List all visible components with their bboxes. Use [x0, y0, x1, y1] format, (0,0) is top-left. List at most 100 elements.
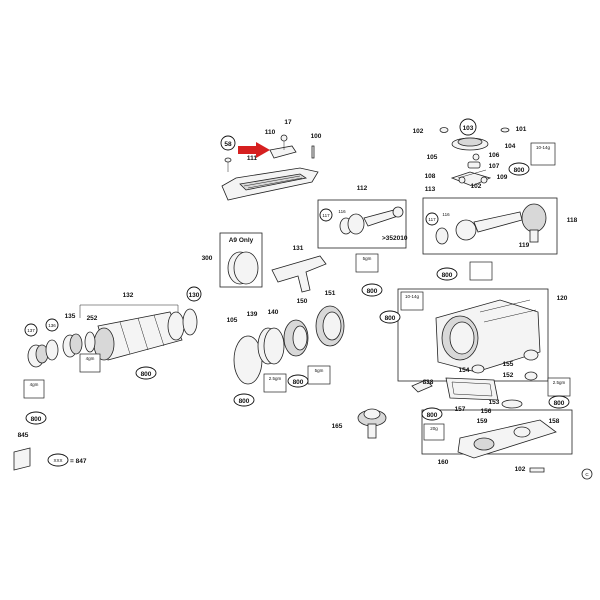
highlight-arrow-icon: [238, 142, 270, 158]
callout-103: 103: [463, 125, 474, 132]
callout-137: [24, 323, 38, 337]
callout-105-center: 105: [227, 317, 238, 324]
callout-113: 113: [425, 186, 436, 193]
callout-119: 119: [519, 242, 530, 249]
callout-139: 139: [247, 311, 258, 318]
callout-800-d-label: 800: [31, 416, 42, 423]
callout-17: 17: [284, 119, 292, 126]
callout-252: 252: [87, 315, 98, 322]
callout-160: 160: [438, 459, 449, 466]
legend-847: = 847: [70, 458, 87, 465]
grease-label: 10-14g: [405, 294, 420, 299]
gear-165: [357, 408, 387, 439]
part-152: [524, 371, 538, 381]
box-a9-only: [219, 232, 263, 288]
housing-cover-160: [457, 419, 557, 459]
grease-box-20g: [423, 423, 445, 441]
callout-800-c-label: 800: [442, 272, 453, 279]
callout-110: 110: [265, 129, 276, 136]
callout-116-b: 116: [442, 212, 450, 217]
callout-800-i: [548, 395, 570, 409]
callout-800-j-label: 800: [427, 412, 438, 419]
part-845: [13, 447, 31, 471]
callout-130-label: 130: [189, 292, 200, 299]
grease-label: 4gm: [86, 356, 95, 361]
callout-102-top: 102: [413, 128, 424, 135]
callout-105-top: 105: [427, 154, 438, 161]
callout-800-a: [508, 162, 530, 176]
part-838: [411, 379, 433, 393]
copyright-icon: [581, 468, 593, 480]
callout-800-c: [436, 267, 458, 281]
grease-label: 5gm: [363, 256, 372, 261]
grease-label: 2.5gm: [269, 376, 282, 381]
barrel-132: [93, 311, 185, 361]
callout-108: 108: [425, 173, 436, 180]
seal-153: [501, 399, 523, 409]
box-112: [317, 199, 407, 249]
callout-116-a: 116: [338, 209, 346, 214]
grease-box-4gm-a: [23, 379, 45, 399]
callout-800-h-label: 800: [385, 315, 396, 322]
callout-800-b-label: 800: [367, 288, 378, 295]
leader-132: [79, 304, 179, 318]
callout-111: 111: [247, 155, 258, 162]
callout-153: 153: [489, 399, 500, 406]
grease-box-2-5gm-a: [263, 373, 287, 393]
grease-box-5gm-b: [307, 365, 331, 385]
callout-130: [186, 286, 202, 302]
callout-151: 151: [325, 290, 336, 297]
grease-label: 5gm: [315, 368, 324, 373]
box-118: [422, 197, 558, 255]
callout-157: 157: [455, 406, 466, 413]
copyright-label: C: [585, 472, 589, 477]
callout-150: 150: [297, 298, 308, 305]
part-154: [471, 364, 485, 374]
o-ring-130: [182, 308, 198, 336]
box-160: [421, 409, 573, 455]
callout-136-label: 136: [48, 323, 56, 328]
part-131: [271, 255, 327, 293]
callout-118: 118: [567, 217, 578, 224]
callout-352010: >352010: [382, 235, 408, 242]
callout-800-h: [379, 310, 401, 324]
callout-159: 159: [477, 418, 488, 425]
callout-137-label: 137: [27, 328, 35, 333]
callout-800-g-label: 800: [293, 379, 304, 386]
callout-112: 112: [357, 185, 368, 192]
callout-800-f: [233, 393, 255, 407]
callout-300: 300: [202, 255, 213, 262]
callout-800-b: [361, 283, 383, 297]
callout-800-e: [135, 366, 157, 380]
callout-100: 100: [311, 133, 322, 140]
callout-800-d: [25, 411, 47, 425]
callout-102-mid: 102: [471, 183, 482, 190]
crank-assembly-118: [435, 203, 547, 245]
grease-label: 4gm: [30, 382, 39, 387]
callout-101: 101: [516, 126, 527, 133]
callout-800-f-label: 800: [239, 398, 250, 405]
a9-only-label: A9 Only: [229, 237, 254, 244]
connecting-rod-112: [339, 206, 404, 235]
callout-800-a-label: 800: [514, 167, 525, 174]
grease-box-118: [469, 261, 493, 281]
callout-845: 845: [18, 432, 29, 439]
gear-assembly-104: [439, 118, 510, 187]
callout-136: [45, 318, 59, 332]
callout-117-b: [425, 212, 439, 226]
grease-label: 20g: [430, 426, 438, 431]
callout-117-a: [319, 208, 333, 222]
callout-107: 107: [489, 163, 500, 170]
legend-xxx-label: XXX: [53, 458, 62, 463]
grease-box-10-14g: [530, 142, 556, 166]
callout-58-label: 58: [224, 141, 232, 148]
callout-156: 156: [481, 408, 492, 415]
callout-135: 135: [65, 313, 76, 320]
callout-155: 155: [503, 361, 514, 368]
callout-800-g: [287, 374, 309, 388]
gasket-157: [445, 377, 499, 401]
grease-label: 10-14g: [536, 145, 551, 150]
callout-158: 158: [549, 418, 560, 425]
screw-102: [529, 467, 545, 473]
